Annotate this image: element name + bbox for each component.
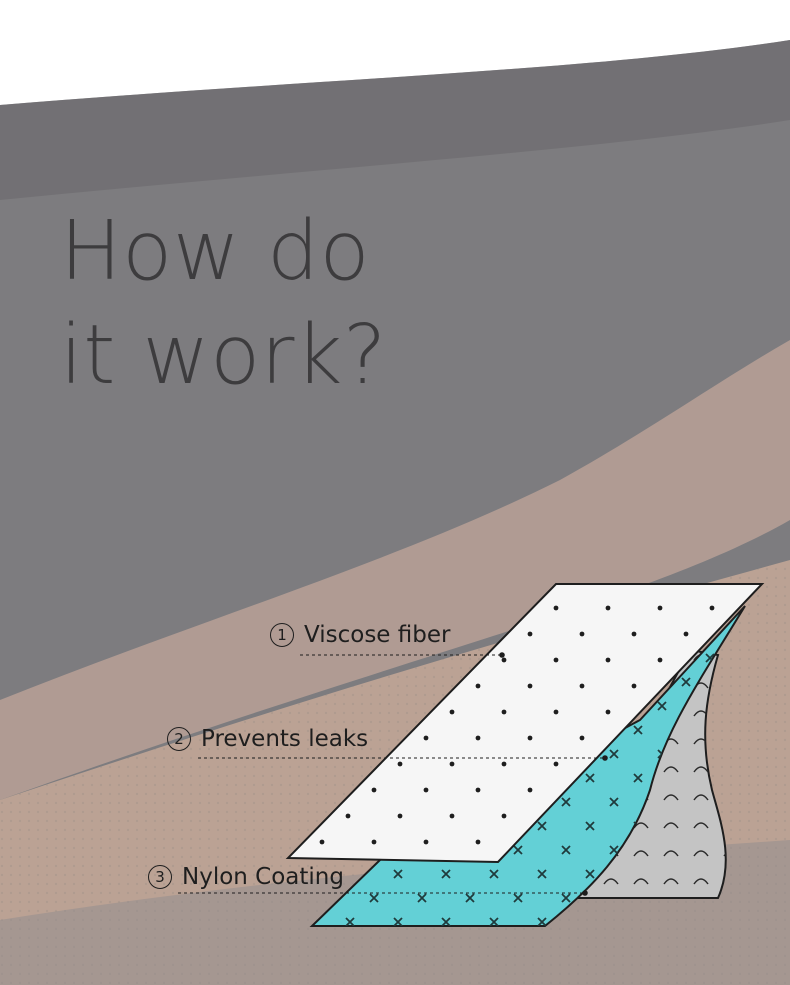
layer-number-badge: 2 <box>167 727 191 751</box>
layer-label-text: Prevents leaks <box>201 726 369 752</box>
layer-label-prevents-leaks: 2 Prevents leaks <box>167 726 368 752</box>
layer-number-badge: 1 <box>270 623 294 647</box>
headline: How do it work? <box>60 200 387 408</box>
layer-label-nylon-coating: 3 Nylon Coating <box>148 864 344 890</box>
viscose-fiber-layer <box>285 583 765 864</box>
headline-line-2: it work? <box>60 308 387 403</box>
headline-line-1: How do <box>60 204 371 299</box>
leader-lines <box>178 652 608 896</box>
layer-number-badge: 3 <box>148 865 172 889</box>
layer-label-viscose-fiber: 1 Viscose fiber <box>270 622 450 648</box>
layer-label-text: Nylon Coating <box>182 864 344 890</box>
layer-label-text: Viscose fiber <box>304 622 451 648</box>
